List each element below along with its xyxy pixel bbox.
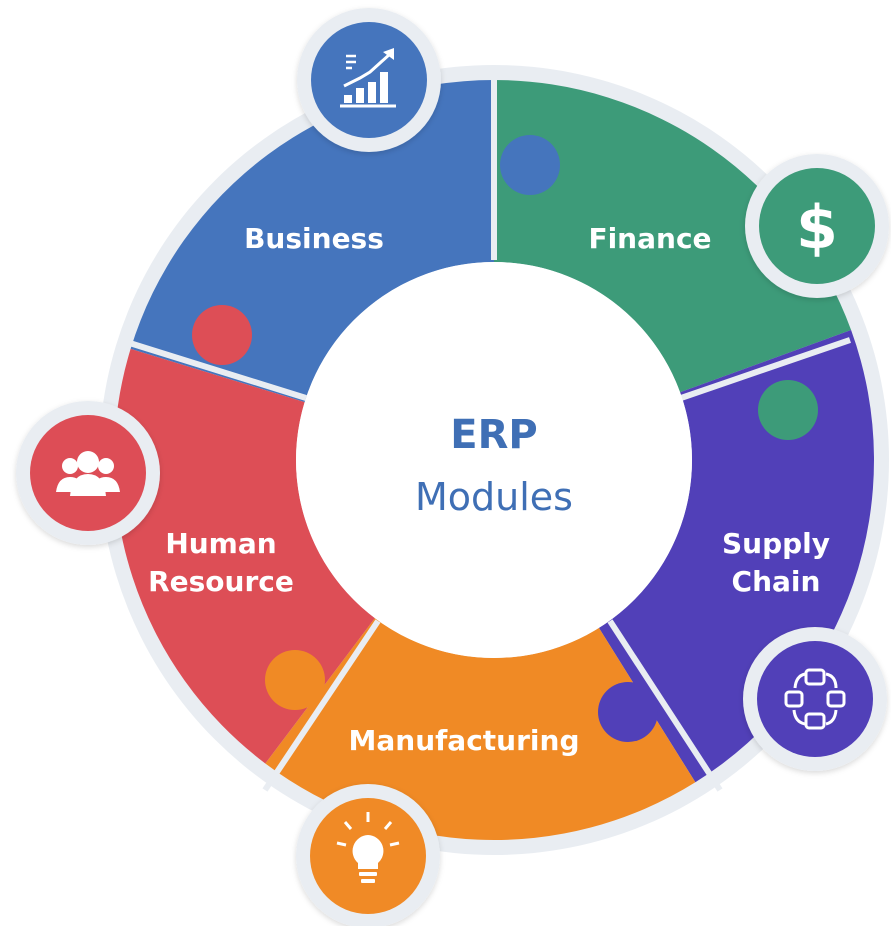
badge-business (297, 8, 441, 152)
people-group-icon (56, 451, 120, 496)
segment-finance (494, 80, 852, 393)
label-finance: Finance (588, 222, 711, 255)
label-human-resource-line2: Resource (148, 565, 294, 598)
knob-hr-business (192, 305, 252, 365)
knob-supply-manufacturing (598, 682, 658, 742)
center-subtitle: Modules (415, 475, 573, 519)
knob-business-finance (500, 135, 560, 195)
center-title: ERP (450, 412, 537, 458)
center-circle (296, 262, 692, 658)
label-manufacturing: Manufacturing (349, 724, 580, 757)
label-human-resource-line1: Human (165, 527, 276, 560)
knob-manufacturing-hr (265, 650, 325, 710)
lightbulb-icon (336, 812, 400, 883)
label-business: Business (244, 222, 384, 255)
dollar-icon: $ (796, 193, 838, 263)
growth-chart-icon (340, 48, 396, 108)
segment-dividers (119, 80, 851, 792)
knob-finance-supply (758, 380, 818, 440)
label-supply-chain-line1: Supply (722, 527, 830, 560)
badge-finance (745, 154, 889, 298)
network-cycle-icon (784, 668, 846, 730)
puzzle-knobs (192, 135, 818, 742)
label-supply-chain-line2: Chain (732, 565, 821, 598)
badge-supply-chain (743, 627, 887, 771)
